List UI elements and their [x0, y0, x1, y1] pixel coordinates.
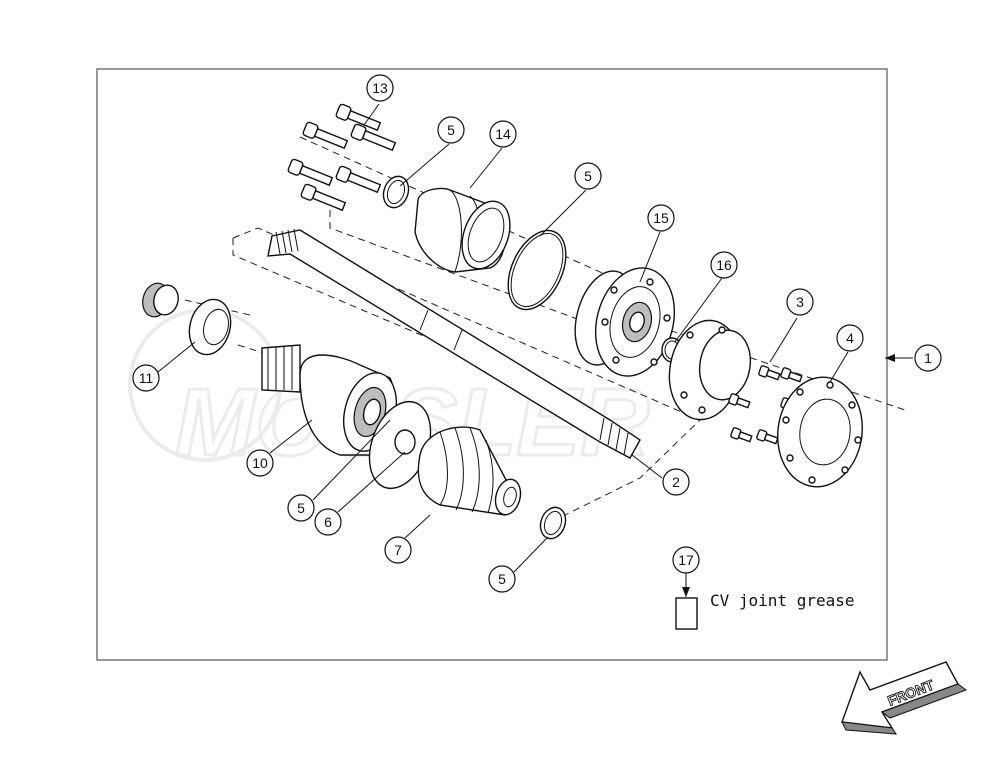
boot-clamp — [382, 175, 410, 209]
bolt — [302, 121, 349, 150]
callout-6-label: 6 — [324, 514, 332, 530]
callout-11-label: 11 — [139, 370, 154, 386]
callout-5-upper: 5 — [574, 162, 602, 190]
callout-6: 6 — [314, 508, 342, 536]
inner-cv-joint — [574, 267, 676, 377]
hub-ring — [777, 376, 863, 488]
inner-circlip — [394, 429, 416, 455]
callout-11: 11 — [132, 364, 160, 392]
callout-14-label: 14 — [495, 126, 511, 142]
callout-15: 15 — [647, 204, 675, 232]
thrust-washer — [188, 298, 232, 356]
front-direction-arrow: FRONT — [841, 661, 968, 735]
grease-container-icon — [675, 597, 698, 630]
callout-5-bottom-label: 5 — [498, 571, 506, 587]
callout-5-top-label: 5 — [447, 122, 455, 138]
callout-5-left-label: 5 — [297, 500, 305, 516]
callout-1: 1 — [914, 344, 942, 372]
leader-lines — [152, 103, 913, 597]
callout-1-label: 1 — [924, 350, 932, 366]
callout-4: 4 — [836, 324, 864, 352]
callout-16: 16 — [710, 251, 738, 279]
callout-17-label: 17 — [678, 552, 694, 568]
bolt — [300, 183, 347, 212]
outer-boot — [417, 426, 522, 516]
callout-5-upper-label: 5 — [584, 168, 592, 184]
callout-15-label: 15 — [653, 210, 669, 226]
diagram-frame — [96, 68, 888, 661]
small-boot-clamp — [539, 506, 567, 540]
drive-flange — [668, 319, 752, 421]
callout-7-label: 7 — [394, 542, 402, 558]
bolt — [287, 158, 334, 187]
callout-14: 14 — [489, 120, 517, 148]
callout-2-label: 2 — [672, 474, 680, 490]
callout-13-label: 13 — [372, 80, 388, 96]
callout-2: 2 — [662, 468, 690, 496]
callout-4-label: 4 — [846, 330, 854, 346]
callout-5-bottom: 5 — [488, 565, 516, 593]
bolt — [335, 165, 382, 194]
callout-3-label: 3 — [796, 294, 804, 310]
callout-5-top: 5 — [437, 116, 465, 144]
grease-legend-text: CV joint grease — [710, 591, 855, 610]
bolt-set — [287, 103, 397, 212]
callout-3: 3 — [786, 288, 814, 316]
bolt — [335, 103, 382, 132]
bolt — [350, 123, 397, 152]
callout-10-label: 10 — [252, 455, 268, 471]
callout-5-left: 5 — [287, 494, 315, 522]
callout-10: 10 — [246, 449, 274, 477]
callout-17: 17 — [672, 546, 700, 574]
callout-16-label: 16 — [716, 257, 732, 273]
callout-7: 7 — [384, 536, 412, 564]
axle-nut — [142, 282, 179, 318]
callout-13: 13 — [366, 74, 394, 102]
inner-boot — [414, 187, 511, 273]
axle-shaft — [267, 228, 641, 459]
